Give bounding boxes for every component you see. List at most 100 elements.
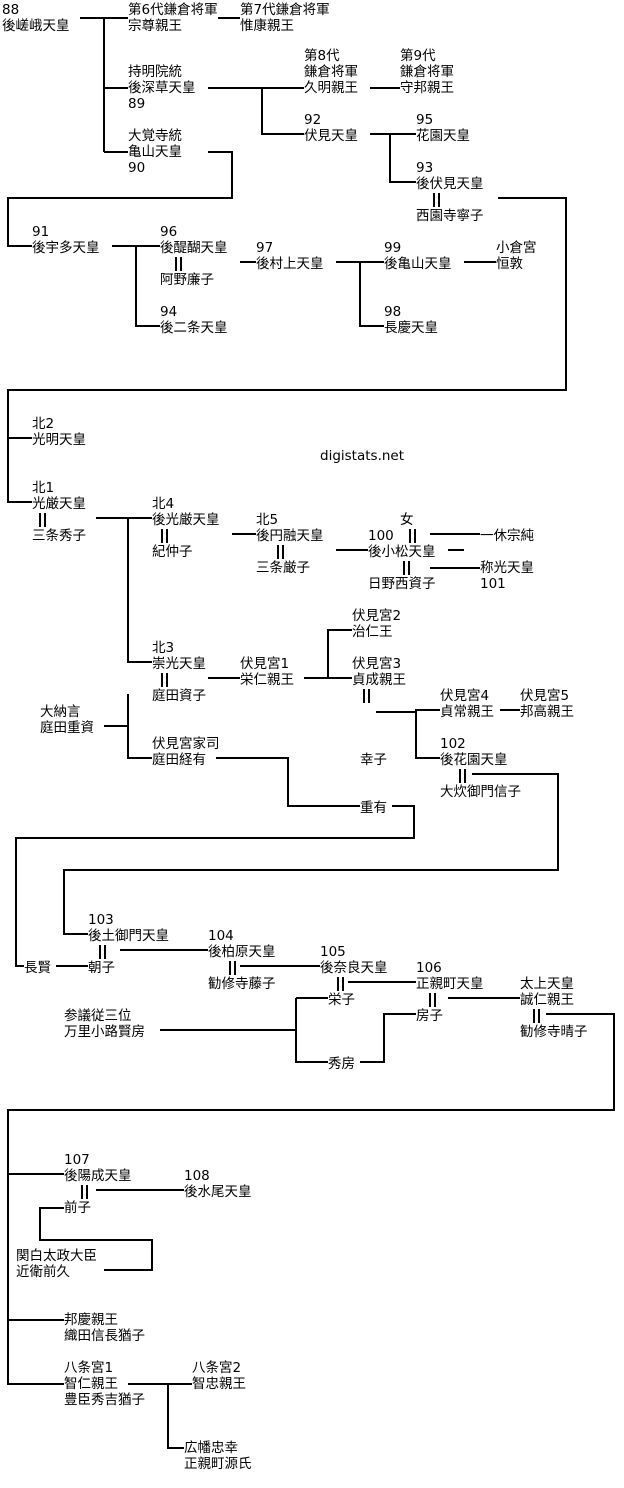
line-to-fushimi2 xyxy=(304,629,352,679)
node-label-line: 後柏原天皇 xyxy=(208,944,276,960)
hidefusa: 秀房 xyxy=(328,1056,355,1072)
node-label-line: 織田信長猶子 xyxy=(64,1328,145,1344)
node-label-line: 宗尊親王 xyxy=(128,18,182,34)
prince-sanehito: 太上天皇誠仁親王 xyxy=(520,976,574,1008)
node-label-line: 幸子 xyxy=(360,752,387,768)
node-label-line: 北5 xyxy=(256,512,279,528)
node-label-line: 秀房 xyxy=(328,1056,355,1072)
node-label-line: 後村上天皇 xyxy=(256,256,324,272)
node-label-line: 102 xyxy=(440,736,466,752)
node-label-line: 後花園天皇 xyxy=(440,752,508,768)
niwata-tsuneari: 伏見宮家司庭田経有 xyxy=(152,736,220,768)
node-label-line: 智仁親王 xyxy=(64,1376,118,1392)
consort-hino-nishi: 日野西資子 xyxy=(368,576,436,592)
consort-oinomikado-nobuko: 大炊御門信子 xyxy=(440,784,521,800)
node-label-line: 誠仁親王 xyxy=(520,992,574,1008)
node-label-line: 106 xyxy=(416,960,442,976)
shigeari: 重有 xyxy=(360,800,387,816)
node-label-line: 勧修寺藤子 xyxy=(208,976,276,992)
node-label-line: 第9代 xyxy=(400,48,436,64)
line-dainagon-children xyxy=(127,694,152,759)
consort-neishi: 西園寺寧子 xyxy=(416,208,484,224)
node-label-line: 101 xyxy=(480,576,506,592)
node-label-line: 庭田経有 xyxy=(152,752,206,768)
node-label-line: 亀山天皇 xyxy=(128,144,182,160)
node-label-line: 北1 xyxy=(32,480,55,496)
node-label-line: 88 xyxy=(2,2,20,18)
node-label-line: 守邦親王 xyxy=(400,80,454,96)
node-label-line: 称光天皇 xyxy=(480,560,534,576)
shogun-morikuni: 第9代鎌倉将軍守邦親王 xyxy=(400,48,454,96)
node-label-line: 重有 xyxy=(360,800,387,816)
node-label-line: 91 xyxy=(32,224,50,240)
node-label-line: 北3 xyxy=(152,640,175,656)
node-label-line: 智忠親王 xyxy=(192,1376,246,1392)
node-label-line: 三条秀子 xyxy=(32,528,86,544)
node-label-line: 後土御門天皇 xyxy=(88,928,169,944)
node-label-line: 伏見宮4 xyxy=(440,688,490,704)
node-label-line: 北4 xyxy=(152,496,175,512)
consort-asako: 朝子 xyxy=(88,960,115,976)
node-label-line: 100 xyxy=(368,528,394,544)
consort-sanjo-hideko: 三条秀子 xyxy=(32,528,86,544)
node-label-line: 惟康親王 xyxy=(240,18,294,34)
node-label-line: 光厳天皇 xyxy=(32,496,86,512)
line-hidefusa-fusako xyxy=(360,1013,416,1063)
node-label-line: 94 xyxy=(160,304,178,320)
consort-ano-renshi: 阿野廉子 xyxy=(160,272,214,288)
consort-kajuji-fujiko: 勧修寺藤子 xyxy=(208,976,276,992)
consort-sakiko: 前子 xyxy=(64,1200,91,1216)
line-to-sadatsune xyxy=(376,709,440,713)
node-label-line: 96 xyxy=(160,224,178,240)
consort-onna: 女 xyxy=(400,512,414,528)
line-to-fushimi xyxy=(261,88,304,135)
node-label-line: 鎌倉将軍 xyxy=(304,64,358,80)
consort-sachiko: 幸子 xyxy=(360,752,387,768)
node-label-line: 女 xyxy=(400,512,414,528)
line-to-suko xyxy=(127,518,152,663)
node-label-line: 邦高親王 xyxy=(520,704,574,720)
node-label-line: 豊臣秀吉猶子 xyxy=(64,1392,145,1408)
node-label-line: 伏見天皇 xyxy=(304,128,358,144)
node-label-line: 95 xyxy=(416,112,434,128)
consort-fusako: 房子 xyxy=(416,1008,443,1024)
node-label-line: 紀仲子 xyxy=(152,544,193,560)
consort-sanjo-itsuko: 三条厳子 xyxy=(256,560,310,576)
node-label-line: 後嵯峨天皇 xyxy=(2,18,70,34)
node-label-line: 大炊御門信子 xyxy=(440,784,521,800)
node-label-line: 105 xyxy=(320,944,346,960)
node-label-line: 阿野廉子 xyxy=(160,272,214,288)
node-label-line: 太上天皇 xyxy=(520,976,574,992)
node-label-line: 後二条天皇 xyxy=(160,320,228,336)
node-label-line: 第6代鎌倉将軍 xyxy=(128,2,218,18)
node-label-line: 大覚寺統 xyxy=(128,128,182,144)
consort-kajuji-haruko: 勧修寺晴子 xyxy=(520,1024,588,1040)
node-label-line: 勧修寺晴子 xyxy=(520,1024,588,1040)
node-label-line: 鎌倉将軍 xyxy=(400,64,454,80)
shogun-hisaakira: 第8代鎌倉将軍久明親王 xyxy=(304,48,358,96)
node-label-line: 99 xyxy=(384,240,402,256)
node-label-line: 107 xyxy=(64,1152,90,1168)
node-label-line: 後円融天皇 xyxy=(256,528,324,544)
node-label-line: 97 xyxy=(256,240,274,256)
